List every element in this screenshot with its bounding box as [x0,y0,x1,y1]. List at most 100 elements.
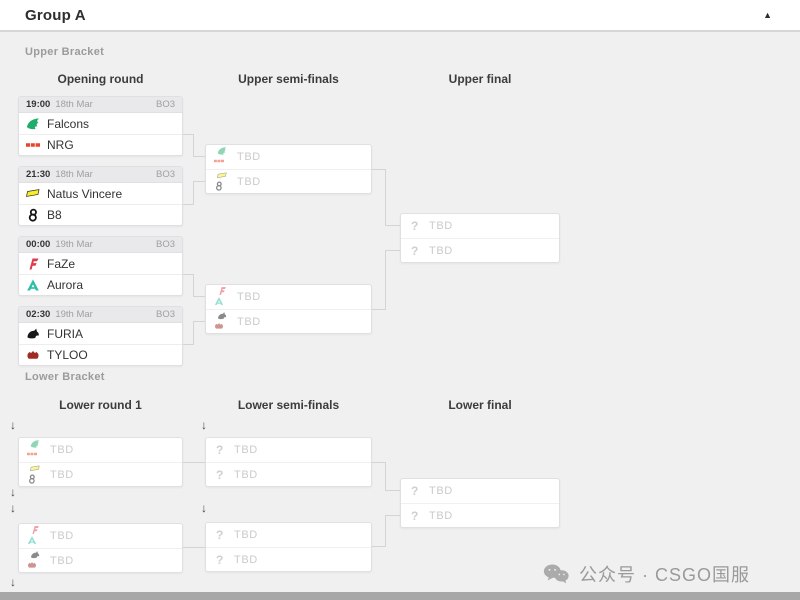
question-icon: ? [216,528,224,542]
watermark-text: 公众号 · CSGO国服 [579,565,751,585]
match-date: 18th Mar [55,169,93,180]
team-name: Falcons [47,116,90,131]
nrg-logo [27,449,37,459]
lower-final-card[interactable]: ? TBD ? TBD [400,478,560,528]
navi-logo [26,187,40,201]
upper-semifinal-2-card[interactable]: TBD TBD [205,284,372,334]
team-row: Aurora [19,274,182,295]
tbd-slot: TBD [206,309,371,333]
match-time: 21:30 [26,169,51,180]
tbd-label: TBD [237,315,261,328]
col-header-lower-round-1: Lower round 1 [59,398,142,412]
bracket-connector [193,321,205,322]
match-card-faze-aurora[interactable]: 00:00 19th Mar BO3 FaZe Aurora [18,236,183,296]
tbd-label: TBD [234,529,258,541]
bracket-connector [385,515,386,547]
tbd-label: TBD [50,554,74,567]
tbd-label: TBD [237,151,261,163]
faze-logo [30,525,40,535]
bracket-connector [385,225,400,226]
furia-logo [26,327,40,341]
question-icon: ? [411,484,419,498]
navi-logo [30,464,40,474]
watermark: 公众号 · CSGO国服 [542,561,750,587]
match-card-furia-tyloo[interactable]: 02:30 19th Mar BO3 FURIA TYLOO [18,306,183,366]
lower-semifinal-2-card[interactable]: ? TBD ? TBD [205,522,372,572]
question-icon: ? [411,508,419,523]
loser-drop-arrow-icon: ↓ [10,501,16,515]
possible-teams-logos [26,525,44,547]
question-icon: ? [216,552,224,567]
bracket-connector [193,321,194,345]
bracket-connector [183,274,194,275]
team-row: TYLOO [19,344,182,365]
tbd-label: TBD [237,291,261,303]
navi-logo [217,171,227,181]
match-date: 19th Mar [55,239,93,250]
tyloo-logo [214,321,224,331]
b8-logo [26,208,40,222]
bracket-connector [183,204,194,205]
nrg-logo [214,156,224,166]
bracket-connector [372,462,386,463]
tbd-slot: TBD [206,145,371,169]
tbd-label: TBD [50,468,74,481]
bracket-connector [193,296,205,297]
team-row: FaZe [19,253,182,274]
match-head: 02:30 19th Mar BO3 [19,307,182,323]
chevron-up-icon[interactable]: ▲ [763,9,772,20]
match-head: 19:00 18th Mar BO3 [19,97,182,113]
loser-drop-arrow-icon: ↓ [201,501,207,515]
loser-drop-arrow-icon: ↓ [10,485,16,499]
match-format: BO3 [155,309,175,320]
lower-semifinal-1-card[interactable]: ? TBD ? TBD [205,437,372,487]
bracket-connector [372,309,386,310]
tyloo-logo [27,560,37,570]
tbd-slot: ? TBD [206,462,371,486]
bracket-connector [193,181,194,205]
bracket-connector [193,274,194,297]
group-title: Group A [25,6,86,24]
group-header[interactable]: Group A ▲ [0,0,800,32]
upper-semifinal-1-card[interactable]: TBD TBD [205,144,372,194]
falcons-logo [26,117,40,131]
lower-round1-card-2[interactable]: TBD TBD [18,523,183,573]
bracket-connector [385,490,400,491]
team-row: NRG [19,134,182,155]
col-header-upper-final: Upper final [448,72,512,86]
possible-teams-logos [26,464,44,486]
tbd-label: TBD [234,468,258,481]
tbd-slot: ? TBD [206,547,371,571]
match-card-falcons-nrg[interactable]: 19:00 18th Mar BO3 Falcons NRG [18,96,183,156]
possible-teams-logos [213,286,231,308]
falcons-logo [217,146,227,156]
b8-logo [27,473,37,484]
team-row: B8 [19,204,182,225]
match-card-navi-b8[interactable]: 21:30 18th Mar BO3 Natus Vincere B8 [18,166,183,226]
match-head: 00:00 19th Mar BO3 [19,237,182,253]
tbd-slot: ? TBD [206,438,371,462]
team-row: Falcons [19,113,182,134]
bracket-connector [183,462,205,463]
possible-teams-logos [26,550,44,572]
faze-logo [217,286,227,296]
bracket-connector [183,547,205,548]
col-header-upper-semi-finals: Upper semi-finals [238,72,339,86]
lower-bracket-label: Lower Bracket [25,371,105,383]
tbd-slot: ? TBD [401,479,559,503]
bracket-connector [385,169,386,226]
tbd-slot: ? TBD [401,238,559,262]
lower-round1-card-1[interactable]: TBD TBD [18,437,183,487]
col-header-lower-semi-finals: Lower semi-finals [237,398,340,412]
team-row: FURIA [19,323,182,344]
nrg-logo [26,138,40,152]
tbd-label: TBD [50,530,74,542]
team-name: TYLOO [47,348,88,362]
match-time: 00:00 [26,239,51,250]
match-format: BO3 [155,239,175,250]
upper-final-card[interactable]: ? TBD ? TBD [400,213,560,263]
question-icon: ? [216,467,224,482]
aurora-logo [27,535,37,545]
bracket-connector [385,515,400,516]
wechat-icon [543,564,569,584]
